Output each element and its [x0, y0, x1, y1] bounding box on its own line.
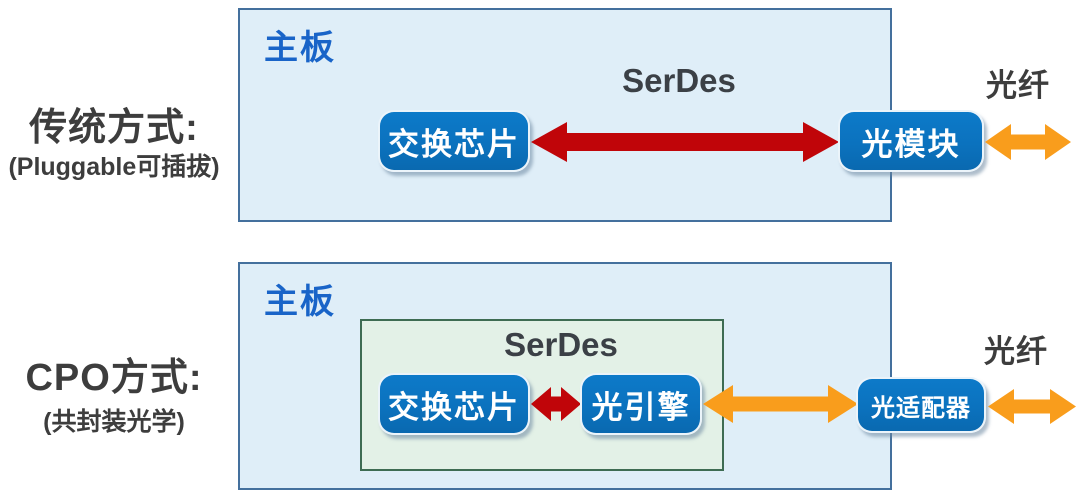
motherboard-label: 主板 — [264, 29, 336, 67]
motherboard-box-traditional: 主板 — [238, 8, 892, 222]
fiber-label-traditional: 光纤 — [986, 68, 1050, 103]
optical-module-chip: 光模块 — [838, 110, 984, 172]
switch-chip-traditional: 交换芯片 — [378, 110, 530, 172]
optical-module-label: 光模块 — [861, 126, 961, 162]
fiber-double-arrow-cpo — [988, 389, 1076, 424]
serdes-double-arrow-cpo — [531, 387, 581, 421]
serdes-double-arrow-traditional — [531, 122, 839, 162]
fiber-double-arrow-traditional — [985, 124, 1071, 160]
switch-chip-cpo: 交换芯片 — [378, 373, 530, 435]
engine-adapter-double-arrow — [703, 385, 858, 423]
serdes-label-traditional: SerDes — [622, 62, 736, 99]
motherboard-label: 主板 — [264, 283, 336, 321]
traditional-row-subtitle: (Pluggable可插拔) — [8, 153, 220, 181]
cpo-row-subtitle: (共封装光学) — [43, 408, 185, 436]
motherboard-box-cpo: 主板 — [238, 262, 892, 490]
fiber-label-cpo: 光纤 — [984, 334, 1048, 369]
optical-engine-chip: 光引擎 — [580, 373, 702, 435]
optical-engine-label: 光引擎 — [591, 389, 691, 425]
switch-chip-traditional-label: 交换芯片 — [388, 126, 520, 162]
optical-adapter-label: 光适配器 — [871, 394, 971, 422]
serdes-label-cpo: SerDes — [504, 326, 618, 363]
optical-adapter-chip: 光适配器 — [856, 377, 986, 433]
switch-chip-cpo-label: 交换芯片 — [388, 389, 520, 425]
traditional-row-title: 传统方式: — [29, 107, 199, 149]
cpo-row-title: CPO方式: — [25, 357, 203, 399]
